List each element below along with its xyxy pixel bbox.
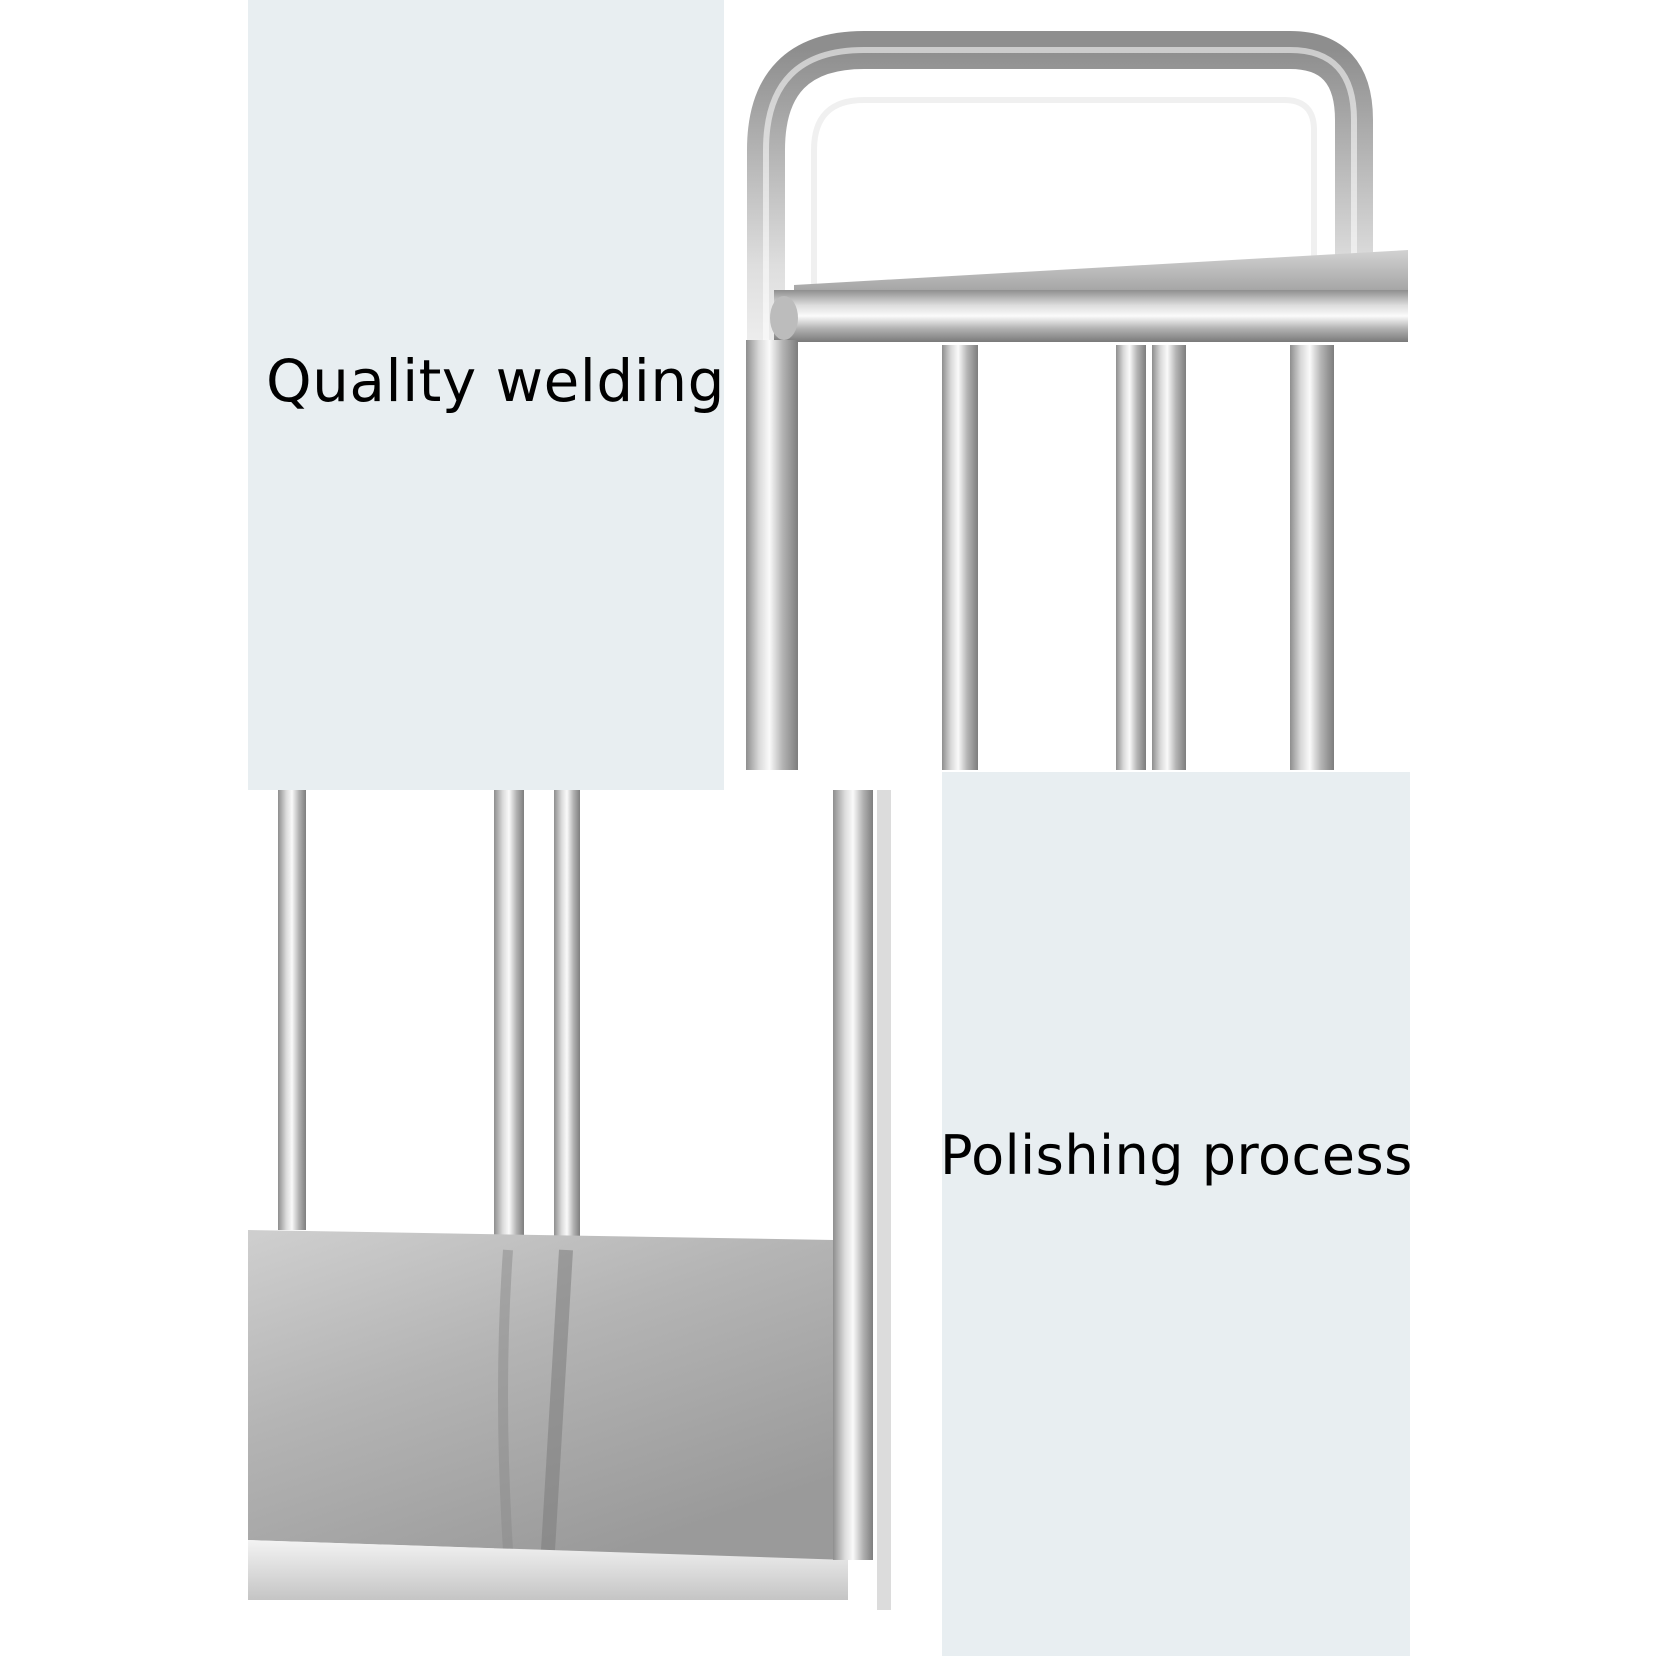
handle-tube bbox=[747, 31, 1373, 770]
top-left-caption-panel bbox=[248, 0, 724, 790]
horizontal-rail bbox=[774, 290, 1408, 342]
caption-quality-welding: Quality welding bbox=[266, 347, 725, 415]
polishing-closeup-photo bbox=[248, 790, 942, 1656]
rod-3 bbox=[554, 790, 580, 1240]
bottom-right-caption-panel bbox=[942, 772, 1410, 1656]
top-shelf-plate bbox=[794, 250, 1408, 300]
welding-closeup-illustration bbox=[746, 31, 1408, 770]
vertical-tube-1 bbox=[746, 340, 798, 770]
vertical-tube-5 bbox=[1290, 345, 1334, 770]
vertical-tube-4 bbox=[1152, 345, 1186, 770]
welding-closeup-photo bbox=[724, 0, 1408, 770]
vertical-tube-3 bbox=[1116, 345, 1146, 770]
vertical-tube-2 bbox=[942, 345, 978, 770]
plate-front-edge bbox=[248, 1540, 848, 1610]
caption-polishing-process: Polishing process bbox=[940, 1124, 1413, 1187]
polished-base-plate bbox=[248, 1230, 833, 1560]
polishing-closeup-illustration bbox=[248, 790, 942, 1656]
rod-1 bbox=[278, 790, 306, 1230]
weld-joint bbox=[770, 296, 798, 340]
